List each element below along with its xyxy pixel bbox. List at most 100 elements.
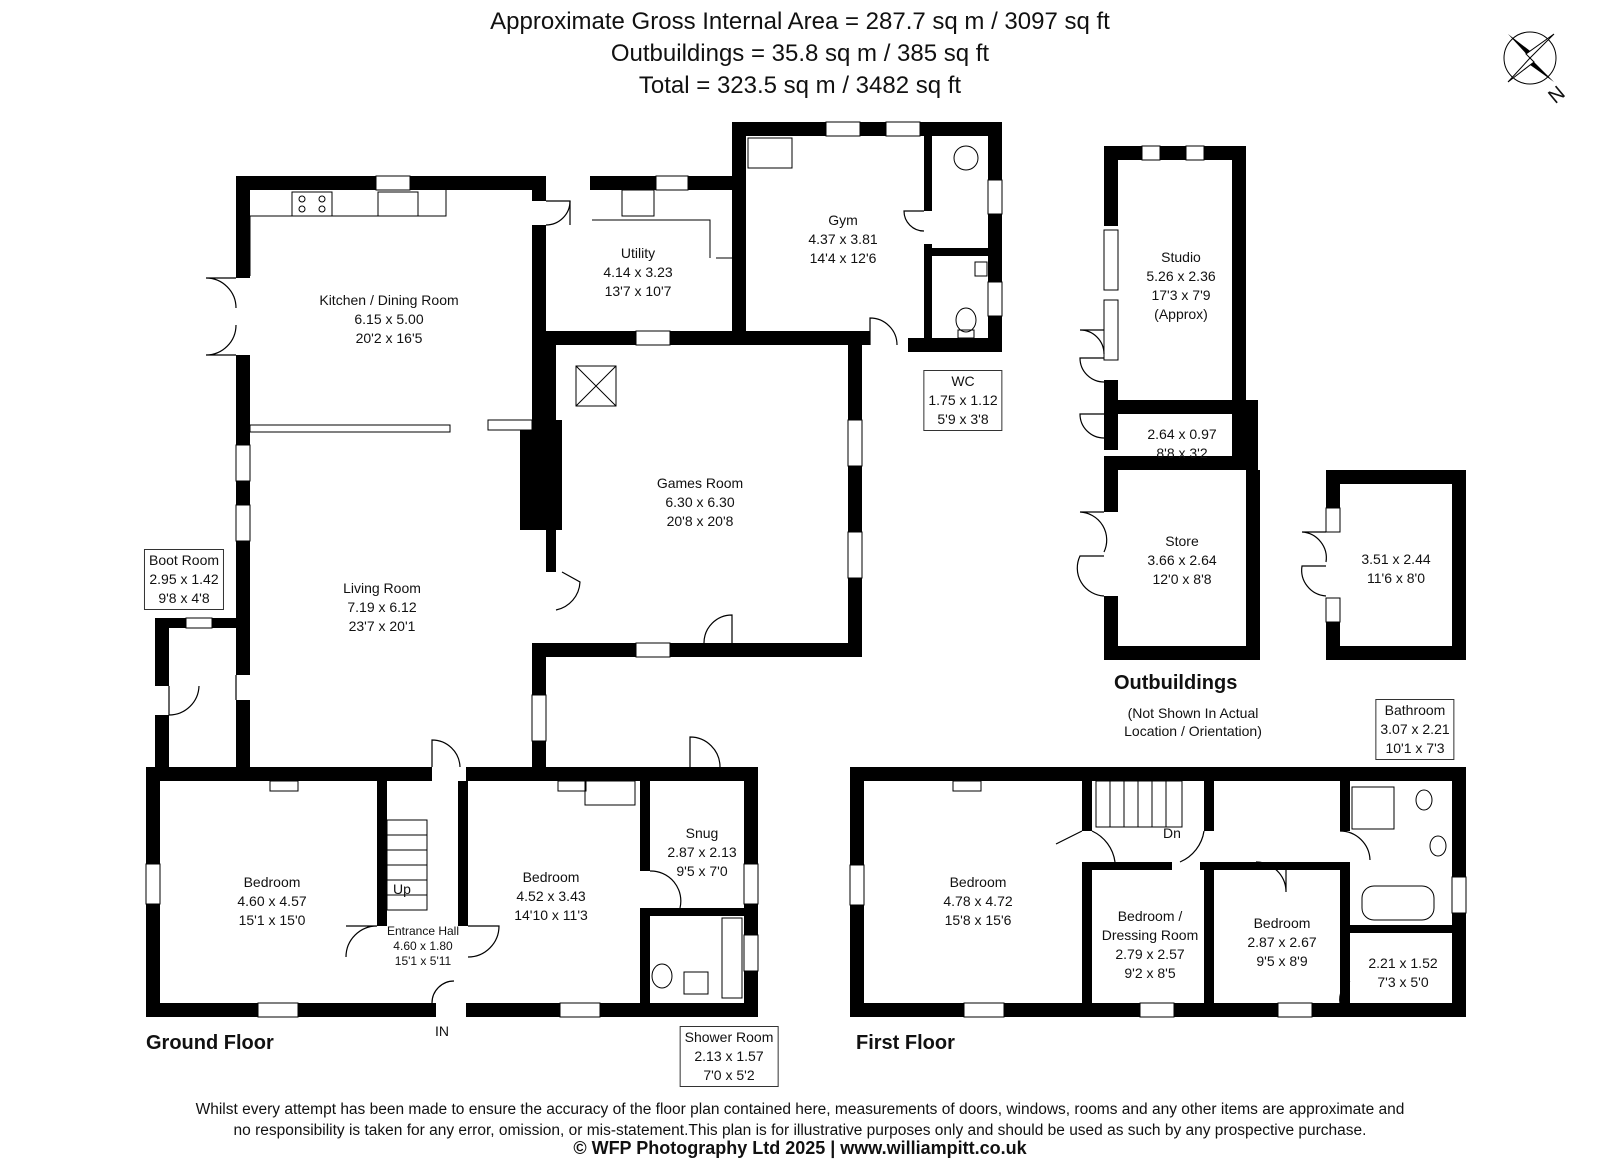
wall	[410, 176, 546, 190]
wall	[1326, 470, 1340, 510]
fireplace	[269, 780, 299, 792]
door-swing	[649, 870, 682, 909]
glazed-partition	[249, 424, 451, 433]
wall	[1104, 380, 1118, 450]
wall	[1082, 781, 1092, 831]
window	[847, 419, 863, 467]
window	[987, 179, 1003, 215]
wall	[1104, 646, 1260, 660]
wall	[1200, 862, 1350, 870]
door-swing	[1339, 980, 1351, 1004]
area-line-total: Total = 323.5 sq m / 3482 sq ft	[638, 72, 962, 99]
wall	[236, 176, 250, 278]
wall	[1340, 781, 1350, 831]
wall	[236, 700, 250, 768]
area-line-gross: Approximate Gross Internal Area = 287.7 …	[490, 8, 1110, 35]
wall	[1350, 925, 1452, 933]
wall	[1082, 862, 1172, 870]
door-swing	[1076, 555, 1105, 597]
disclaimer-line-2: no responsibility is taken for any error…	[233, 1122, 1367, 1139]
wall	[466, 767, 744, 781]
window	[987, 281, 1003, 317]
wall	[650, 908, 744, 916]
toilet	[955, 307, 977, 333]
window	[235, 504, 251, 542]
copyright: © WFP Photography Ltd 2025 | www.william…	[573, 1138, 1027, 1158]
kitchen-sink	[377, 191, 419, 217]
wall	[466, 1003, 758, 1017]
door-swing	[555, 571, 581, 611]
door-swing	[1301, 565, 1327, 597]
wall	[155, 618, 169, 686]
compass-rose-icon: N	[1500, 28, 1570, 108]
wall	[1104, 146, 1118, 226]
utility-sink	[621, 189, 655, 217]
door-swing	[168, 685, 200, 716]
wall	[1326, 470, 1466, 484]
wall	[1246, 470, 1260, 658]
wall	[924, 248, 994, 256]
door-swing	[1179, 830, 1205, 863]
door-swing	[689, 736, 721, 768]
outbuildings-label: Outbuildings	[1114, 672, 1238, 694]
door-swing	[903, 210, 925, 232]
window	[235, 444, 251, 482]
wall	[732, 122, 1002, 136]
basin	[683, 971, 709, 995]
door-swing	[1339, 830, 1371, 861]
wall	[1246, 400, 1258, 468]
wall	[640, 781, 650, 871]
hob	[291, 191, 333, 217]
ground-floor-label: Ground Floor	[146, 1032, 274, 1054]
wall	[1232, 146, 1246, 456]
stair-up-label: Up	[393, 881, 411, 897]
wall	[1104, 470, 1118, 512]
window	[963, 1002, 1005, 1018]
door-swing	[345, 925, 378, 958]
wall	[908, 338, 1002, 352]
window	[185, 617, 213, 629]
sliding-door	[487, 419, 533, 431]
wall	[1452, 470, 1466, 658]
wall	[1082, 862, 1092, 1003]
toilet	[1415, 789, 1433, 811]
window	[375, 175, 411, 191]
window	[1141, 145, 1161, 161]
wall	[155, 715, 169, 770]
basin	[1429, 835, 1447, 857]
window	[1451, 876, 1467, 914]
toilet	[651, 963, 673, 989]
door-swing	[869, 317, 898, 346]
stair-down-label: Dn	[1163, 825, 1181, 841]
worktop	[249, 190, 447, 276]
door-swing	[1301, 531, 1327, 563]
door-swing	[1079, 511, 1108, 553]
window	[145, 863, 161, 905]
wall	[236, 176, 376, 190]
wall	[532, 225, 546, 425]
wall	[236, 355, 250, 435]
window	[635, 642, 671, 658]
window	[847, 531, 863, 579]
wc-basin	[974, 261, 988, 277]
door-swing	[205, 277, 237, 309]
wall	[546, 530, 556, 572]
door-swing	[1255, 861, 1287, 893]
window	[885, 121, 921, 137]
window	[825, 121, 861, 137]
window	[1139, 1002, 1175, 1018]
wall	[546, 643, 862, 657]
window	[1325, 507, 1341, 533]
